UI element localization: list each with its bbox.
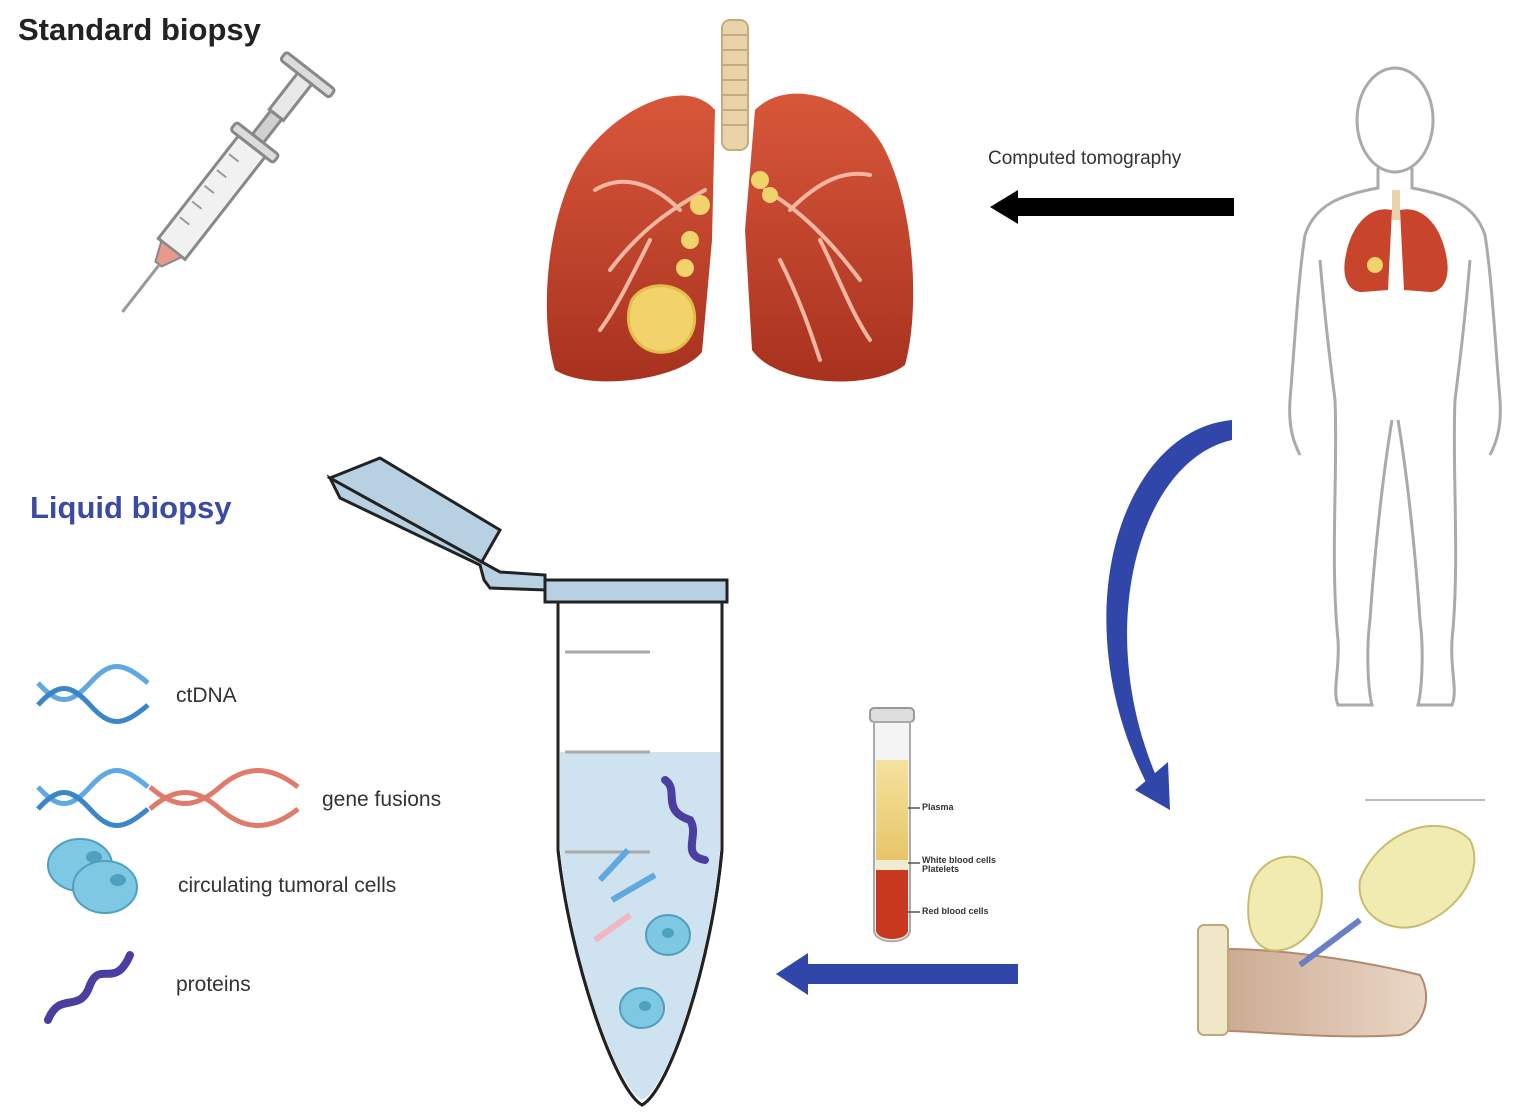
lungs-icon bbox=[546, 19, 914, 382]
human-body-icon bbox=[1288, 66, 1502, 707]
liquid-biopsy-title: Liquid biopsy bbox=[30, 490, 232, 525]
blood-tube-icon bbox=[869, 707, 920, 943]
legend-gene-fusions: gene fusions bbox=[322, 788, 442, 811]
arm-blood-draw-icon bbox=[1197, 799, 1485, 1038]
tube-label-plasma: Plasma bbox=[922, 802, 954, 812]
tube-label-wbc-platelets: White blood cells Platelets bbox=[922, 855, 997, 874]
cell-icon bbox=[47, 838, 138, 914]
standard-biopsy-title: Standard biopsy bbox=[18, 12, 261, 47]
legend-ctc: circulating tumoral cells bbox=[178, 874, 397, 897]
eppendorf-tube-icon bbox=[326, 456, 729, 1107]
computed-tomography-label: Computed tomography bbox=[988, 148, 1182, 169]
legend-proteins: proteins bbox=[176, 973, 251, 996]
curved-blue-arrow bbox=[1106, 420, 1232, 810]
syringe-icon bbox=[121, 51, 336, 313]
legend-ctdna: ctDNA bbox=[176, 684, 237, 707]
gene-fusion-icon bbox=[36, 768, 300, 828]
ct-arrow bbox=[990, 190, 1234, 224]
tube-label-rbc: Red blood cells bbox=[922, 906, 989, 916]
protein-icon bbox=[44, 951, 134, 1024]
dna-icon bbox=[36, 664, 150, 724]
mini-lungs-icon bbox=[1344, 190, 1448, 292]
liquid-arrow bbox=[776, 953, 1018, 995]
